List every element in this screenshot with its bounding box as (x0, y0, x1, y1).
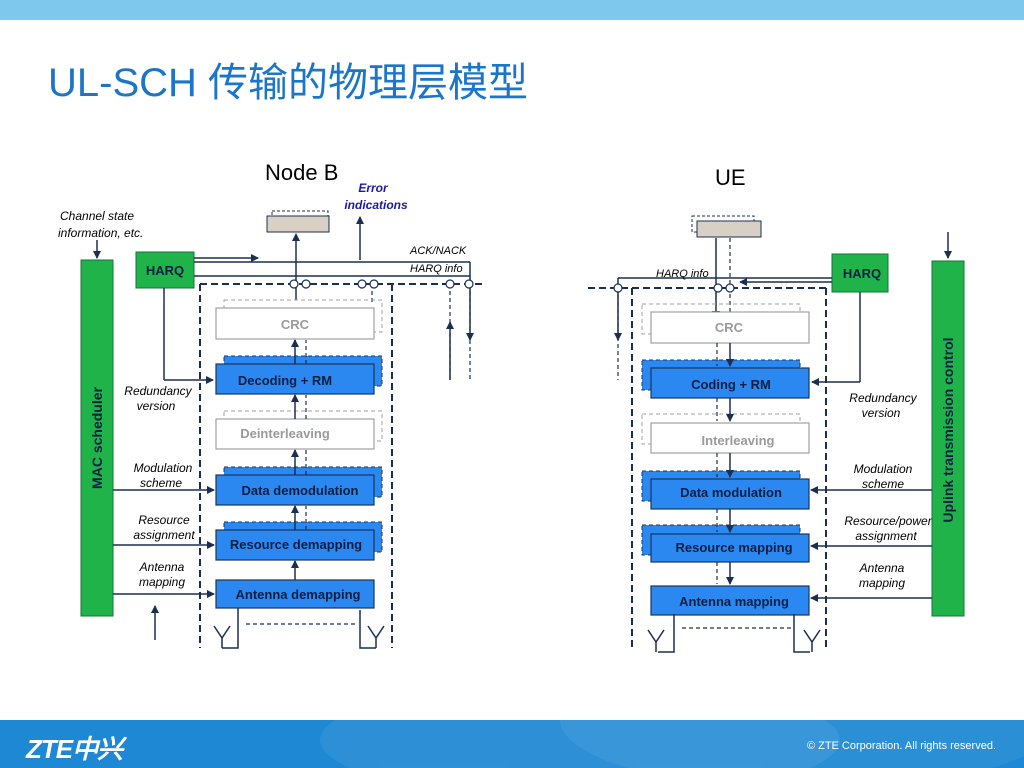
nb-antenna-line2: mapping (139, 575, 185, 589)
ue-modulation-line2: scheme (862, 477, 904, 491)
resource-mapping-label: Resource mapping (675, 540, 792, 555)
node-b-transport-block (266, 215, 330, 233)
decoding-rm-label: Decoding + RM (238, 373, 332, 388)
ack-nack-label: ACK/NACK (409, 245, 467, 257)
resource-mapping-block (650, 533, 810, 563)
coding-rm-block (650, 367, 810, 399)
ue-resource-line2: assignment (855, 529, 917, 543)
footer-bar: ZTE中兴 © ZTE Corporation. All rights rese… (0, 720, 1024, 768)
interleaving-label: Interleaving (702, 433, 775, 448)
error-indications-line2: indications (344, 198, 408, 212)
ue-transport-block (696, 220, 762, 238)
ul-sch-diagram: Node B Error indications Channel state i… (58, 160, 965, 653)
ue-harq-box (831, 253, 889, 293)
uplink-control-bar (931, 260, 965, 617)
node-b-harq-box (135, 251, 195, 289)
ue-redundancy-line2: version (862, 406, 901, 420)
ue-crc-label: CRC (715, 320, 744, 335)
node-b-heading: Node B (265, 160, 338, 185)
nb-redundancy-line2: version (137, 399, 176, 413)
page-title: UL-SCH 传输的物理层模型 (48, 61, 529, 105)
copyright-text: © ZTE Corporation. All rights reserved. (806, 740, 996, 752)
ue-resource-line1: Resource/power (844, 514, 932, 528)
node-b-harq-label: HARQ (146, 263, 184, 278)
antenna-demapping-block (215, 579, 375, 609)
nb-antenna-line1: Antenna (139, 560, 185, 574)
ue-heading: UE (715, 165, 746, 190)
nb-modulation-line1: Modulation (134, 461, 193, 475)
nb-resource-line2: assignment (133, 528, 195, 542)
coding-rm-label: Coding + RM (691, 377, 771, 392)
data-demodulation-label: Data demodulation (241, 483, 358, 498)
node-b-antenna-right-icon (359, 610, 385, 649)
data-modulation-label: Data modulation (680, 485, 782, 500)
error-indications-line1: Error (358, 181, 389, 195)
node-b-crc-block (215, 307, 375, 340)
ue-harq-info-label: HARQ info (656, 268, 709, 280)
mac-scheduler-label: MAC scheduler (89, 386, 105, 488)
resource-demapping-block (215, 529, 375, 561)
node-b-crc-label: CRC (281, 317, 310, 332)
resource-demapping-label: Resource demapping (230, 537, 362, 552)
ue-redundancy-line1: Redundancy (849, 391, 917, 405)
ue-crc-block (650, 311, 810, 344)
decoding-rm-block (215, 363, 375, 395)
nb-resource-line1: Resource (138, 513, 190, 527)
deinterleaving-label: Deinterleaving (240, 426, 330, 441)
antenna-mapping-block (650, 585, 810, 616)
ue-harq-label: HARQ (843, 266, 881, 281)
ue-modulation-line1: Modulation (854, 462, 913, 476)
zte-logo: ZTE中兴 (26, 734, 123, 764)
data-modulation-block (650, 478, 810, 510)
uplink-control-label: Uplink transmission control (940, 337, 956, 522)
node-b-antenna-left-icon (213, 608, 239, 649)
channel-state-line2: information, etc. (58, 226, 143, 240)
ue-antenna-right-icon (793, 614, 821, 653)
antenna-mapping-label: Antenna mapping (679, 594, 789, 609)
channel-state-line1: Channel state (60, 209, 134, 223)
mac-scheduler-bar (80, 259, 114, 617)
ue-antenna-left-icon (647, 614, 675, 653)
top-bar (0, 0, 1024, 20)
deinterleaving-block (215, 418, 375, 450)
antenna-demapping-label: Antenna demapping (236, 587, 361, 602)
node-b-harq-info-label: HARQ info (410, 263, 463, 275)
nb-redundancy-line1: Redundancy (124, 384, 192, 398)
ue-antenna-line2: mapping (859, 576, 905, 590)
nb-modulation-line2: scheme (140, 476, 182, 490)
ue-antenna-line1: Antenna (859, 561, 905, 575)
